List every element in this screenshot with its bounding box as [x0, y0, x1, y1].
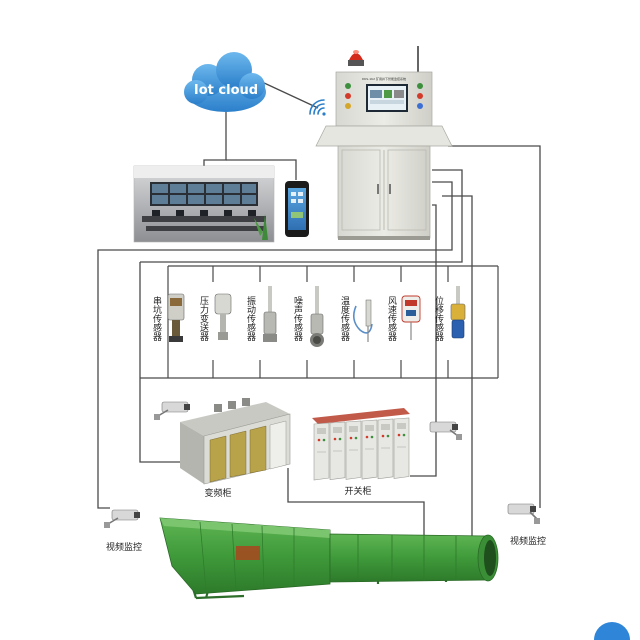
cloud-to-room-line	[203, 112, 227, 172]
displacement-sensor-icon	[450, 286, 466, 339]
cloud-to-console-line	[261, 81, 319, 109]
noise-sensor-icon	[310, 286, 324, 347]
fan-duct	[329, 533, 499, 583]
sensor-item: 振动传感器	[245, 286, 277, 342]
switch-cabinet-panel	[313, 422, 330, 481]
camera-top-left	[154, 401, 190, 420]
sensors: 串坑传感器 压力变送器 振动传感器 噪声传感器 温度传感器 风速传感器 位移传感器	[151, 286, 466, 347]
vibration-sensor-icon	[263, 286, 277, 342]
vfd-to-fan-line	[287, 468, 425, 540]
switch-cabinet: 开关柜	[312, 408, 410, 497]
console-buttons	[345, 83, 423, 109]
console-to-right-camera-line	[448, 145, 541, 508]
console-screen-title: DKS-1K2 矿用井下智能监控系统	[362, 76, 406, 81]
sensor-label: 位移传感器	[433, 295, 444, 341]
iot-cloud: Iot cloud	[184, 52, 266, 112]
cloud-label: Iot cloud	[194, 83, 258, 98]
console-to-bus-top-line-2	[97, 181, 453, 500]
desks-icon	[142, 216, 266, 231]
switch-cabinet-panel	[345, 420, 362, 480]
wind-speed-sensor-icon	[401, 295, 421, 340]
sensor-item: 压力变送器	[198, 293, 232, 341]
console-to-fan-line	[442, 195, 473, 540]
camera-icon	[429, 421, 462, 440]
camera-left-label: 视频监控	[106, 541, 142, 553]
console-to-switch-line	[410, 204, 437, 477]
camera-top-right	[429, 421, 462, 440]
cloud-icon	[184, 52, 266, 112]
control-console: DKS-1K2 矿用井下智能监控系统	[315, 46, 453, 240]
sensor-item: 温度传感器	[339, 296, 373, 342]
camera-icon	[507, 503, 540, 524]
vfd-cabinet-label: 变频柜	[204, 487, 231, 499]
bus-to-vfd-line	[139, 424, 186, 463]
wifi-icon	[309, 99, 326, 116]
cloud-to-phone-line	[226, 159, 297, 180]
plant-icon	[254, 214, 268, 240]
video-wall-icon	[150, 182, 258, 206]
sensor-item: 位移传感器	[433, 286, 466, 341]
switch-cabinet-panel	[377, 418, 394, 480]
vfd-cabinet: 变频柜	[180, 398, 291, 499]
sensor-label: 温度传感器	[339, 296, 350, 341]
corner-badge-icon	[594, 622, 630, 640]
sensor-item: 噪声传感器	[292, 286, 324, 347]
camera-icon	[154, 401, 190, 420]
sensor-item: 风速传感器	[386, 295, 421, 341]
camera-left: 视频监控	[104, 509, 142, 553]
console-to-bus-top-line	[140, 169, 463, 263]
camera-right: 视频监控	[507, 503, 546, 547]
switch-cabinet-panel	[393, 417, 410, 479]
temperature-sensor-icon	[352, 299, 373, 342]
pit-sensor-icon	[167, 293, 185, 342]
switch-cabinet-panel	[329, 421, 346, 481]
console-screen	[366, 84, 408, 112]
switch-cabinet-label: 开关柜	[344, 485, 371, 497]
alarm-light-icon	[348, 50, 364, 66]
sensor-label: 振动传感器	[245, 295, 256, 341]
sensor-label: 风速传感器	[386, 296, 397, 341]
sensor-label: 噪声传感器	[292, 296, 303, 341]
pressure-transmitter-icon	[214, 293, 232, 340]
camera-right-label: 视频监控	[510, 535, 546, 547]
switch-cabinet-panel	[361, 419, 378, 480]
sensor-label: 串坑传感器	[151, 296, 162, 341]
mine-fan	[159, 517, 499, 600]
camera-icon	[104, 509, 140, 528]
phone-icon	[285, 181, 309, 237]
sensor-item: 串坑传感器	[151, 293, 185, 342]
bus-to-left-camera-line	[97, 500, 110, 509]
control-room-image	[133, 165, 275, 243]
sensor-bus-ticks	[167, 266, 499, 378]
sensor-label: 压力变送器	[198, 296, 209, 341]
connection-lines	[97, 81, 541, 540]
